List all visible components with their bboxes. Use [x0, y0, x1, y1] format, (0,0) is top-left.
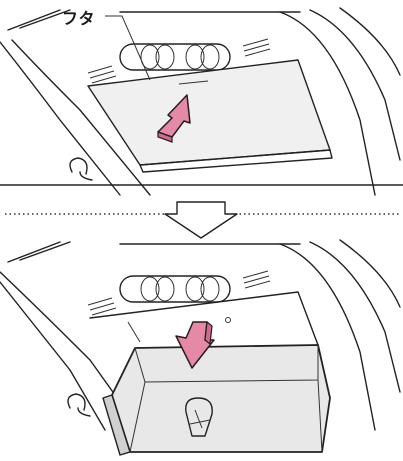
vent-right	[243, 271, 270, 288]
dome-light-cluster	[120, 276, 230, 302]
panel-closed	[0, 8, 403, 195]
step-separator	[5, 202, 400, 238]
vent-left	[88, 66, 116, 83]
panel-open	[0, 240, 400, 455]
grab-handle	[70, 158, 92, 180]
vent-right	[243, 39, 270, 56]
down-arrow-icon	[165, 202, 237, 238]
lid-callout-label: フタ	[62, 5, 95, 29]
vent-left	[88, 298, 116, 315]
lid	[88, 60, 332, 172]
storage-bin	[103, 345, 330, 455]
